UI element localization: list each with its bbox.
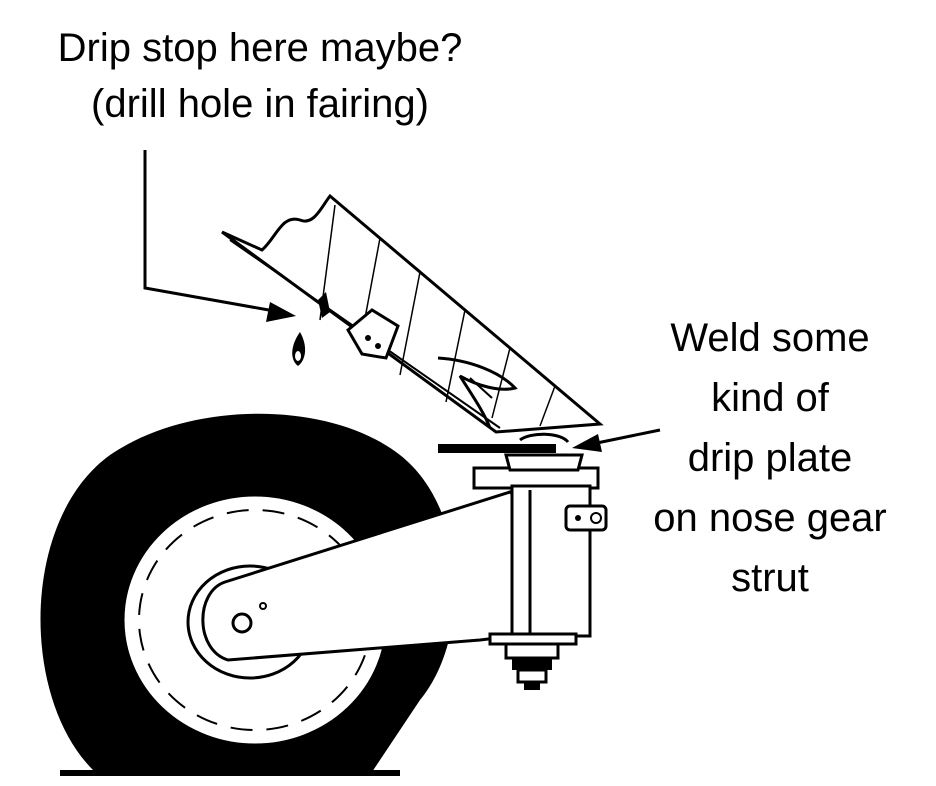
- strut-collar: [504, 432, 584, 472]
- drip-plate-label-line5: strut: [731, 556, 809, 600]
- fairing: [221, 193, 604, 434]
- drip-stop-label-line2: (drill hole in fairing): [91, 82, 429, 126]
- drip-stop-leader-arrow: [143, 150, 296, 322]
- strut-housing: [472, 466, 608, 690]
- drip-plate: [438, 444, 556, 453]
- drip-plate-label-line1: Weld some: [670, 316, 870, 360]
- drip-plate-label: Weld some kind of drip plate on nose gea…: [610, 308, 930, 608]
- drip-plate-label-line4: on nose gear: [653, 496, 887, 540]
- water-drop-icon: [292, 332, 306, 366]
- drip-plate-leader-arrow: [572, 428, 661, 452]
- drip-plate-label-line2: kind of: [711, 376, 829, 420]
- drip-plate-label-line3: drip plate: [687, 436, 853, 480]
- drip-stop-label-line1: Drip stop here maybe?: [57, 26, 463, 70]
- drip-stop-label: Drip stop here maybe? (drill hole in fai…: [0, 20, 520, 132]
